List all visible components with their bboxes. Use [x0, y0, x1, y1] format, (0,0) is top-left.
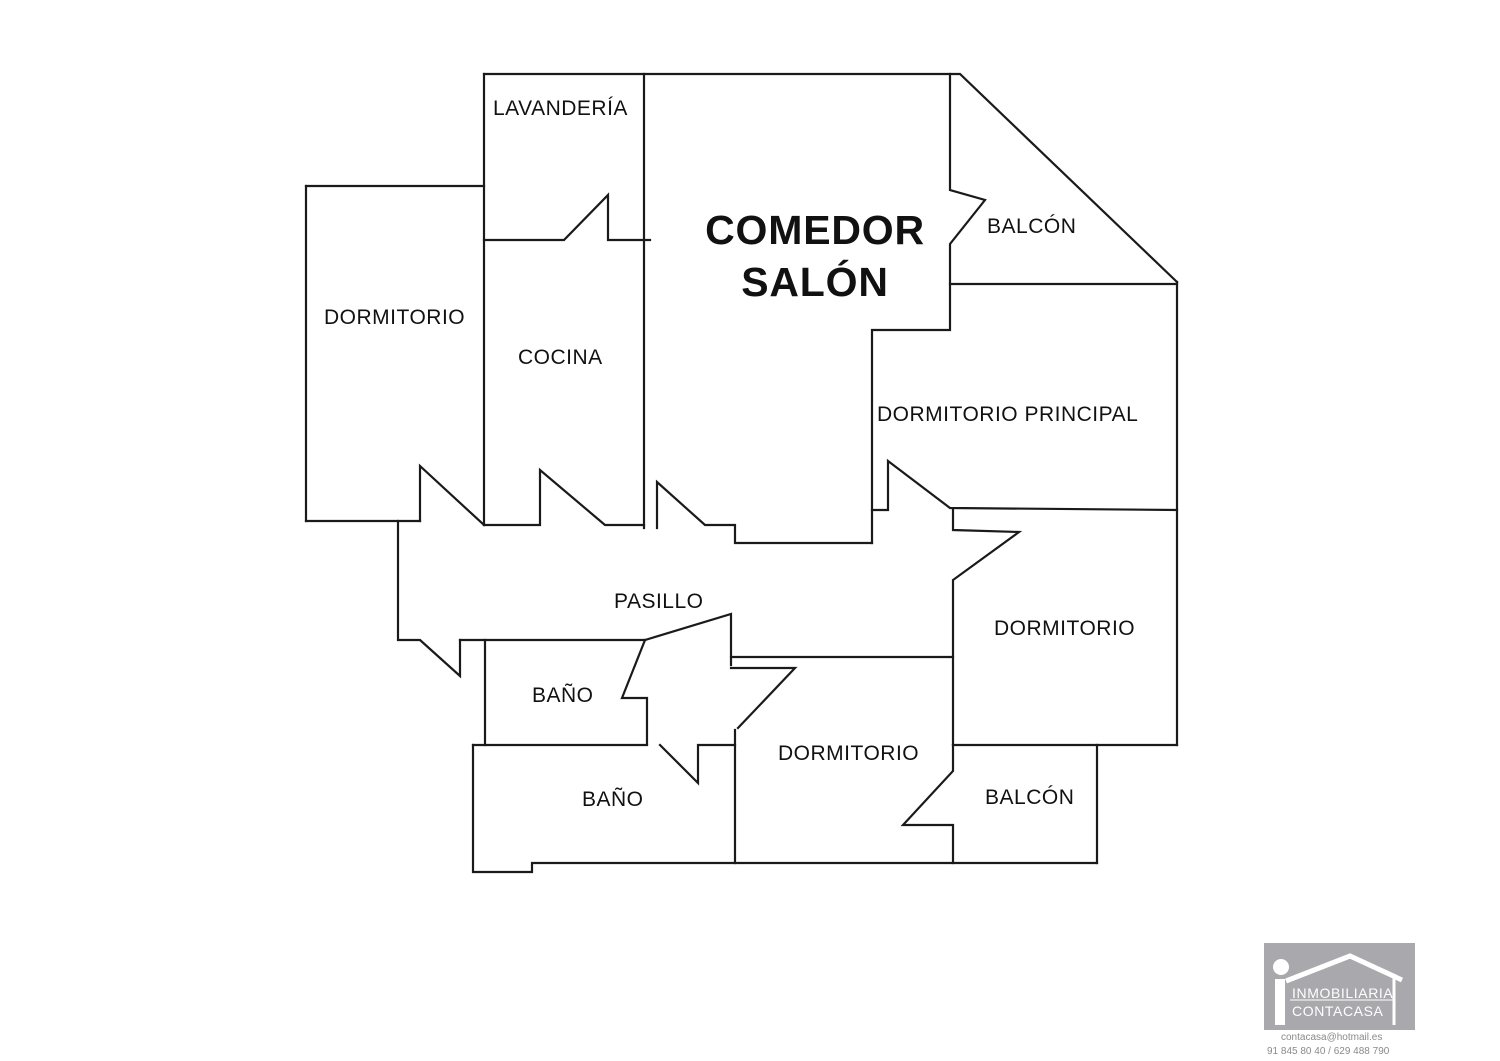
- room-label-bano-2: BAÑO: [582, 788, 644, 811]
- walls: [304, 72, 1179, 874]
- room-label-dormitorio-left: DORMITORIO: [324, 306, 466, 329]
- room-label-pasillo: PASILLO: [614, 590, 704, 613]
- logo-line-2: CONTACASA: [1292, 1003, 1384, 1019]
- room-label-lavanderia: LAVANDERÍA: [493, 97, 628, 120]
- room-label-balcon-top: BALCÓN: [987, 215, 1077, 238]
- logo-line-1: INMOBILIARIA: [1292, 985, 1394, 1001]
- contact-email: contacasa@hotmail.es: [1281, 1032, 1383, 1043]
- house-roof-icon: [1273, 953, 1404, 1025]
- contact-phones: 91 845 80 40 / 629 488 790: [1267, 1046, 1390, 1057]
- room-label-balcon-bottom: BALCÓN: [985, 786, 1075, 809]
- room-label-dormitorio-bottom: DORMITORIO: [778, 742, 920, 765]
- room-label-cocina: COCINA: [518, 346, 603, 369]
- room-label-bano-1: BAÑO: [532, 684, 594, 707]
- company-logo: INMOBILIARIA CONTACASA: [1264, 943, 1415, 1030]
- room-label-dormitorio-right: DORMITORIO: [994, 617, 1136, 640]
- room-label-salon: SALÓN: [741, 259, 889, 305]
- room-label-dormitorio-principal: DORMITORIO PRINCIPAL: [877, 403, 1139, 426]
- room-label-comedor: COMEDOR: [705, 207, 925, 253]
